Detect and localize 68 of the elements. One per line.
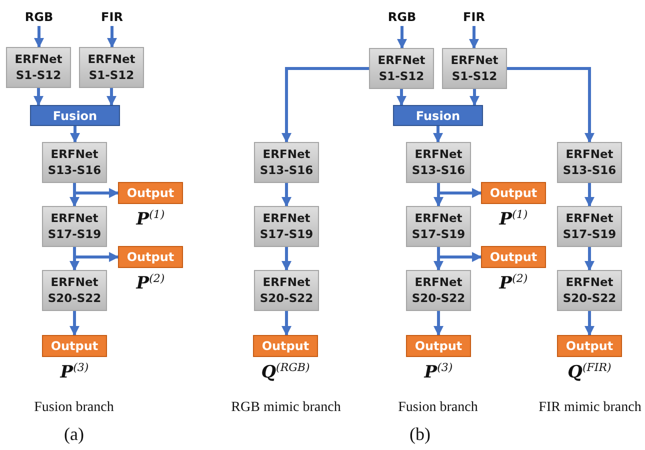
fusion-block: Fusion [30, 105, 120, 126]
arrow [34, 88, 44, 106]
arrow [584, 311, 594, 336]
network-block: ERFNet S13-S16 [557, 142, 622, 183]
output-symbol: Q$^{(FIR)}$ [568, 361, 612, 383]
network-block: ERFNet S13-S16 [406, 142, 471, 183]
network-block: ERFNet S20-S22 [42, 270, 107, 311]
output-block: Output [481, 182, 546, 204]
output-symbol: P$^{(2)}$ [499, 272, 528, 294]
arrow [397, 26, 407, 49]
network-block: ERFNet S17-S19 [406, 206, 471, 247]
network-block: ERFNet S20-S22 [254, 270, 319, 311]
arrow [282, 311, 292, 336]
panel-label: (b) [410, 424, 430, 445]
output-symbol: P$^{(3)}$ [60, 361, 89, 383]
arrow [73, 247, 119, 262]
output-block: Output [42, 335, 107, 357]
network-block: ERFNet S1-S12 [369, 48, 434, 89]
output-symbol: P$^{(1)}$ [499, 208, 528, 230]
output-block: Output [406, 335, 471, 357]
arrow [282, 247, 292, 271]
input-label: RGB [385, 8, 419, 26]
output-symbol: P$^{(3)}$ [424, 361, 453, 383]
input-label: FIR [95, 8, 129, 26]
arrow [106, 88, 116, 106]
panel-label: (a) [64, 424, 84, 445]
arrow [70, 126, 80, 143]
output-block: Output [557, 335, 622, 357]
output-block: Output [118, 182, 183, 204]
input-label: FIR [457, 8, 491, 26]
arrow [73, 183, 119, 198]
output-block: Output [118, 246, 183, 268]
network-block: ERFNet S20-S22 [406, 270, 471, 311]
arrow [584, 183, 594, 207]
arrow [584, 247, 594, 271]
arrow [437, 183, 482, 198]
network-block: ERFNet S20-S22 [557, 270, 622, 311]
arrow [433, 126, 443, 143]
network-block: ERFNet S1-S12 [6, 47, 71, 88]
arrow [437, 247, 482, 262]
arrow [434, 311, 444, 336]
arrow [107, 26, 117, 48]
arrow [396, 89, 406, 106]
network-block: ERFNet S17-S19 [557, 206, 622, 247]
network-block: ERFNet S13-S16 [254, 142, 319, 183]
network-block: ERFNet S1-S12 [79, 47, 144, 88]
branch-caption: Fusion branch [34, 400, 114, 416]
network-block: ERFNet S17-S19 [42, 206, 107, 247]
branch-caption: RGB mimic branch [231, 400, 341, 416]
output-symbol: P$^{(2)}$ [136, 272, 165, 294]
arrow [282, 183, 292, 207]
network-block: ERFNet S1-S12 [442, 48, 507, 89]
arrow [70, 311, 80, 336]
branch-caption: FIR mimic branch [538, 400, 642, 416]
arrow [469, 26, 479, 49]
input-label: RGB [22, 8, 56, 26]
output-block: Output [481, 246, 546, 268]
network-block: ERFNet S17-S19 [254, 206, 319, 247]
arrow [507, 67, 594, 143]
arrow [470, 89, 480, 106]
arrow [34, 26, 44, 48]
output-symbol: Q$^{(RGB)}$ [261, 361, 310, 383]
branch-caption: Fusion branch [398, 400, 478, 416]
network-block: ERFNet S13-S16 [42, 142, 107, 183]
arrow [282, 67, 369, 143]
output-symbol: P$^{(1)}$ [136, 208, 165, 230]
output-block: Output [253, 335, 318, 357]
fusion-block: Fusion [393, 105, 483, 126]
